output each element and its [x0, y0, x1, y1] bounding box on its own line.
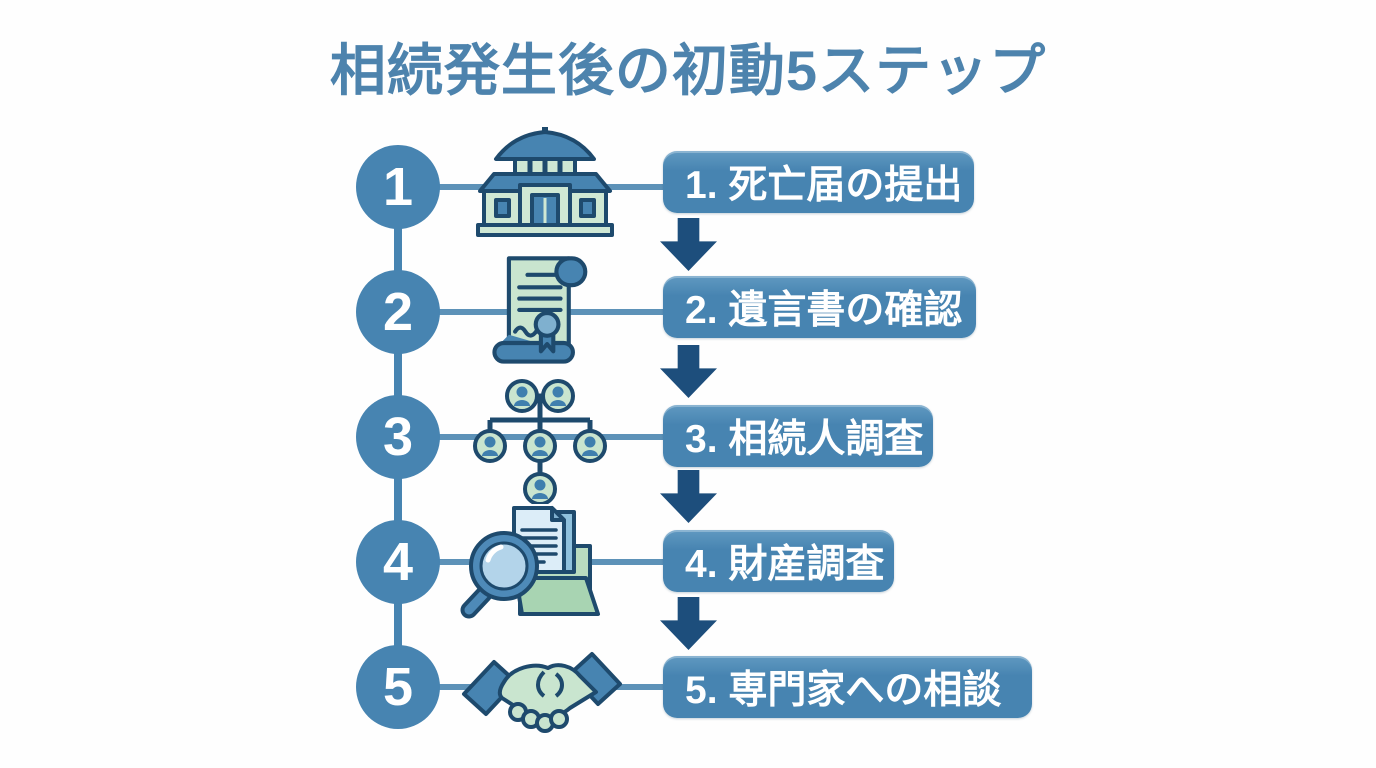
step-label-box-2: 2. 遺言書の確認 — [663, 276, 976, 338]
down-arrow-icon — [660, 470, 717, 523]
step-number-badge-5: 5 — [356, 645, 440, 729]
page-title: 相続発生後の初動5ステップ — [329, 39, 1047, 102]
step-number: 3 — [382, 407, 414, 467]
step-label: 3. 相続人調査 — [685, 418, 924, 461]
down-arrow-icon — [660, 345, 717, 398]
step-number-badge-1: 1 — [356, 145, 440, 229]
step-number: 4 — [382, 532, 414, 592]
step-label-box-1: 1. 死亡届の提出 — [663, 151, 974, 213]
step-label: 2. 遺言書の確認 — [685, 289, 963, 332]
step-number-badge-4: 4 — [356, 520, 440, 604]
magnifying-glass-documents-icon — [456, 504, 620, 624]
step-label: 4. 財産調査 — [685, 543, 885, 586]
government-building-icon — [462, 124, 628, 238]
will-scroll-icon — [480, 252, 608, 370]
step-number: 2 — [382, 282, 414, 342]
handshake-icon — [456, 640, 628, 744]
family-tree-icon — [462, 376, 618, 506]
step-number-badge-3: 3 — [356, 395, 440, 479]
down-arrow-icon — [660, 597, 717, 650]
step-label: 1. 死亡届の提出 — [685, 164, 963, 207]
step-number: 5 — [382, 657, 414, 717]
step-number: 1 — [382, 157, 414, 217]
step-number-badge-2: 2 — [356, 270, 440, 354]
step-label-box-5: 5. 専門家への相談 — [663, 656, 1032, 718]
step-label-box-3: 3. 相続人調査 — [663, 405, 933, 467]
down-arrow-icon — [660, 218, 717, 271]
step-label: 5. 専門家への相談 — [685, 669, 1002, 712]
step-label-box-4: 4. 財産調査 — [663, 530, 894, 592]
